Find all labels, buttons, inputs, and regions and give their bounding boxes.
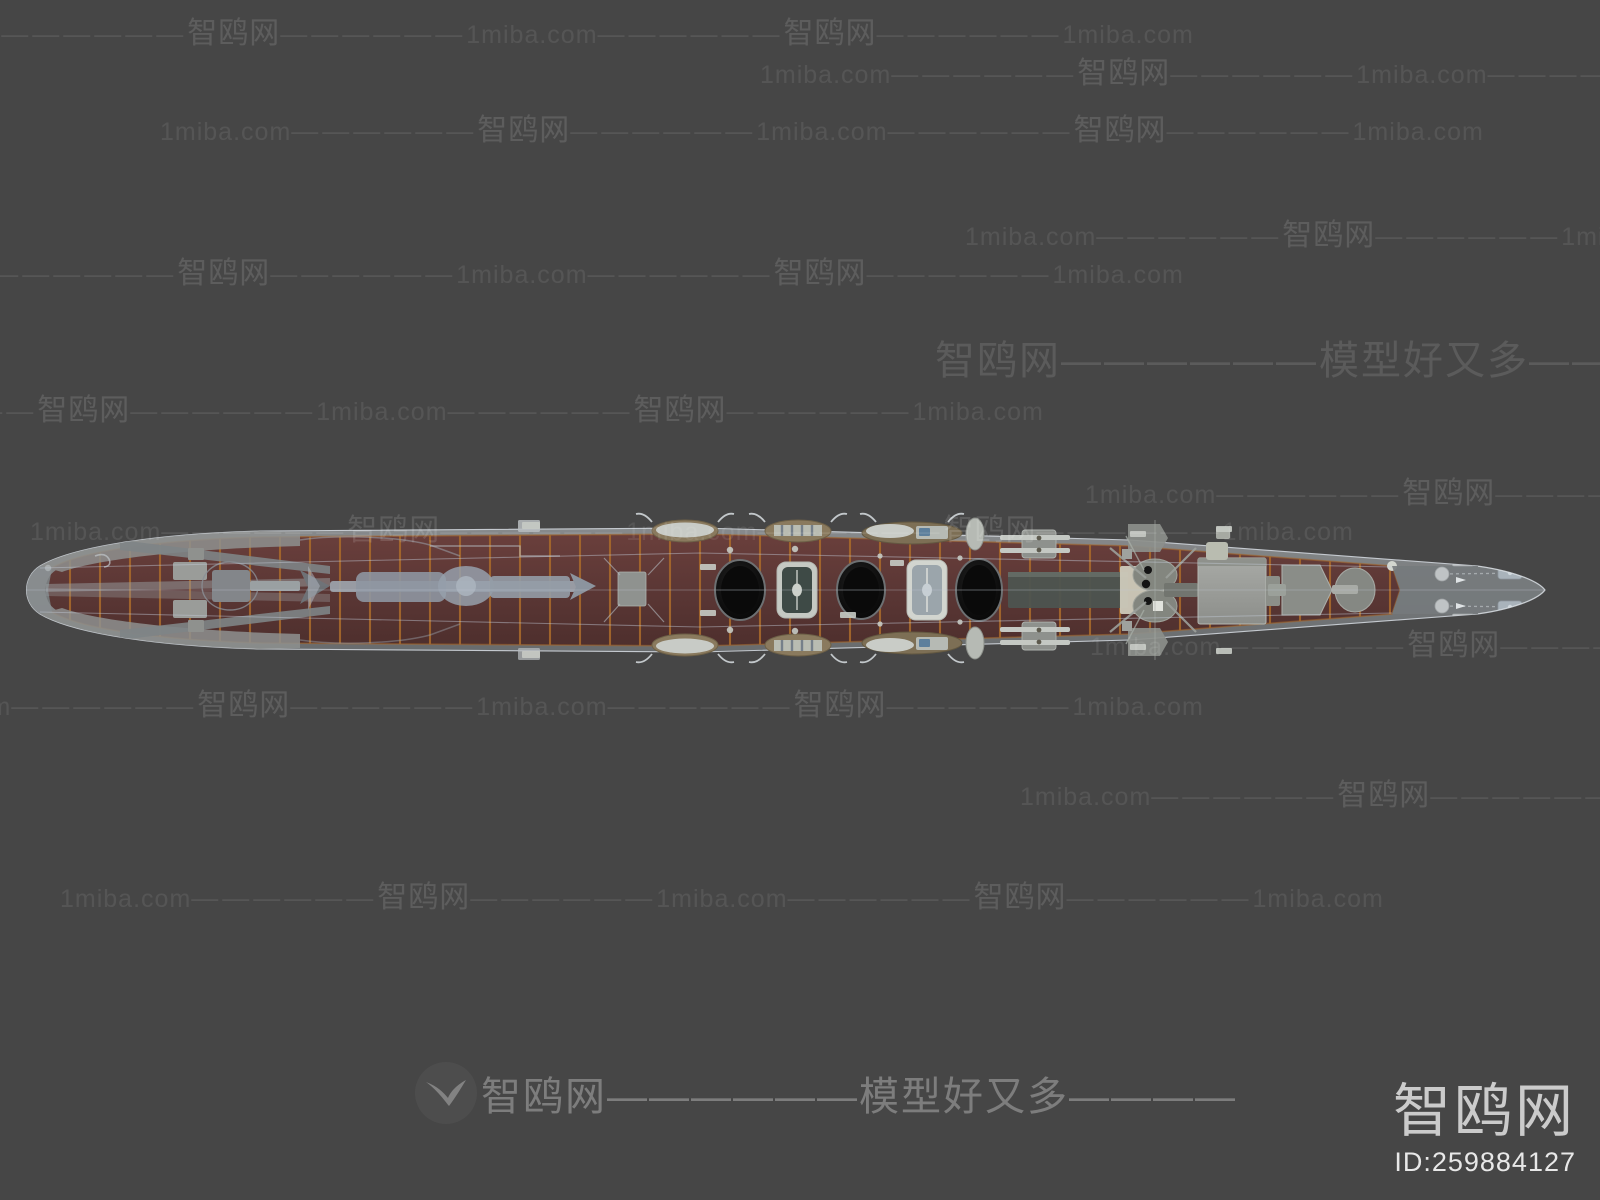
stern-deck-structures — [26, 531, 330, 652]
port-lifeboat-2 — [748, 512, 848, 543]
site-logo-text: 智鸥网 — [1392, 1079, 1576, 1145]
forward-deckhouse — [1197, 527, 1280, 625]
bottom-brand-watermark: 智鸥网——————模型好又多———— — [415, 1062, 1237, 1124]
starboard-motor-launch — [859, 631, 965, 664]
aft-mast-assembly — [201, 520, 596, 660]
forward-main-turrets — [1268, 561, 1397, 616]
skylights — [776, 559, 948, 621]
model-id-label: ID:259884127 — [1394, 1147, 1576, 1177]
starboard-secondary-gun-aft — [1000, 621, 1070, 651]
corner-brand-block: 智鸥网 ID:259884127 — [1392, 1079, 1576, 1178]
funnel-aft — [714, 559, 766, 621]
deck-rails — [26, 552, 1545, 628]
port-motor-launch — [859, 512, 965, 545]
starboard-lifeboat-1 — [635, 633, 735, 664]
forward-turret-2 — [1332, 567, 1376, 613]
lifeboats — [635, 512, 985, 664]
seagull-logo-icon — [415, 1062, 477, 1124]
skylight-aft — [776, 561, 818, 619]
funnel-fwd — [955, 558, 1003, 622]
port-lifeboat-1 — [635, 512, 735, 543]
port-secondary-gun-aft — [1000, 529, 1070, 559]
deck-winch-housing — [603, 557, 665, 623]
bridge-conning-tower — [1109, 520, 1198, 660]
funnels — [714, 558, 1003, 622]
funnel-mid — [836, 560, 886, 620]
bottom-brand-text: 智鸥网——————模型好又多———— — [481, 1075, 1237, 1119]
forward-main-turret — [1268, 564, 1333, 616]
skylight-fwd — [906, 559, 948, 621]
deck-fittings — [522, 522, 1232, 658]
starboard-lifeboat-2 — [748, 633, 848, 664]
